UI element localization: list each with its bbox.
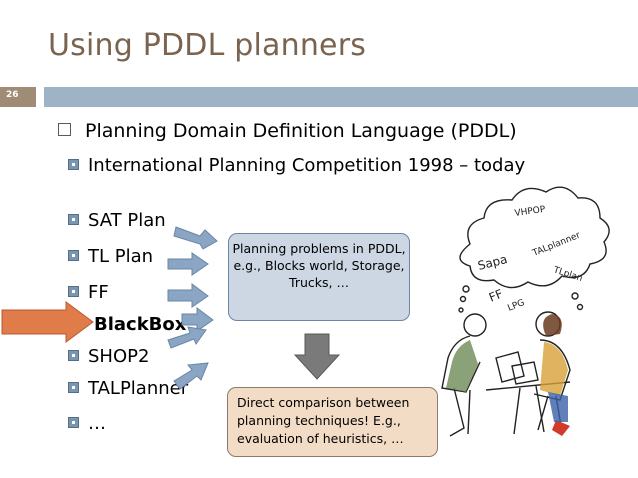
planner-item: SHOP2 <box>68 346 149 367</box>
planner-item: TALPlanner <box>68 378 188 399</box>
planner-label: TALPlanner <box>88 378 189 399</box>
square-bullet-icon <box>68 159 79 170</box>
cartoon-illustration <box>441 186 610 437</box>
planner-label: … <box>88 413 106 434</box>
thought-label-vhpop: VHPOP <box>514 205 547 219</box>
square-bullet-icon <box>68 214 79 225</box>
arrow-up-right-icon <box>173 362 209 390</box>
callout-planning-problems: Planning problems in PDDL, e.g., Blocks … <box>228 233 410 321</box>
slide-title: Using PDDL planners <box>48 28 367 63</box>
checkbox-bullet-icon <box>58 123 71 136</box>
arrow-right-icon <box>167 252 209 276</box>
square-bullet-icon <box>68 417 79 428</box>
callout-direct-comparison: Direct comparison between planning techn… <box>227 387 438 457</box>
slide-number: 26 <box>6 90 19 100</box>
bullet-competition: International Planning Competition 1998 … <box>68 155 525 176</box>
planner-item-highlighted: BlackBox <box>94 314 186 335</box>
planner-label: SAT Plan <box>88 210 166 231</box>
thought-label-sapa: Sapa <box>476 252 508 273</box>
arrow-right-icon <box>181 307 214 332</box>
square-bullet-icon <box>68 250 79 261</box>
thought-label-talplanner: TALplanner <box>530 231 582 260</box>
planner-item: TL Plan <box>68 246 153 267</box>
orange-pointer-arrow-icon <box>1 301 94 343</box>
thought-label-lpg: LPG <box>506 298 526 314</box>
arrow-right-icon <box>173 226 218 250</box>
bullet-pddl-text: Planning Domain Definition Language (PDD… <box>85 120 517 142</box>
planner-label: SHOP2 <box>88 346 150 367</box>
callout-planning-problems-text: Planning problems in PDDL, e.g., Blocks … <box>232 241 406 290</box>
arrow-down-icon <box>293 333 341 380</box>
callout-direct-comparison-text: Direct comparison between planning techn… <box>237 395 410 446</box>
cartoon-figure-colors <box>446 314 570 436</box>
bullet-competition-text: International Planning Competition 1998 … <box>88 155 526 176</box>
planner-item: SAT Plan <box>68 210 166 231</box>
planner-label: TL Plan <box>88 246 154 267</box>
arrow-right-icon <box>167 283 209 308</box>
planner-item: … <box>68 413 106 434</box>
square-bullet-icon <box>68 382 79 393</box>
square-bullet-icon <box>68 350 79 361</box>
arrow-right-icon <box>167 326 207 349</box>
planner-label: FF <box>88 282 109 303</box>
bullet-pddl: Planning Domain Definition Language (PDD… <box>58 120 517 142</box>
square-bullet-icon <box>68 286 79 297</box>
planner-item: FF <box>68 282 109 303</box>
planner-label: BlackBox <box>94 314 187 335</box>
slide-number-bar <box>0 87 36 107</box>
header-bar <box>44 87 638 107</box>
thought-label-ff: FF <box>487 287 505 305</box>
